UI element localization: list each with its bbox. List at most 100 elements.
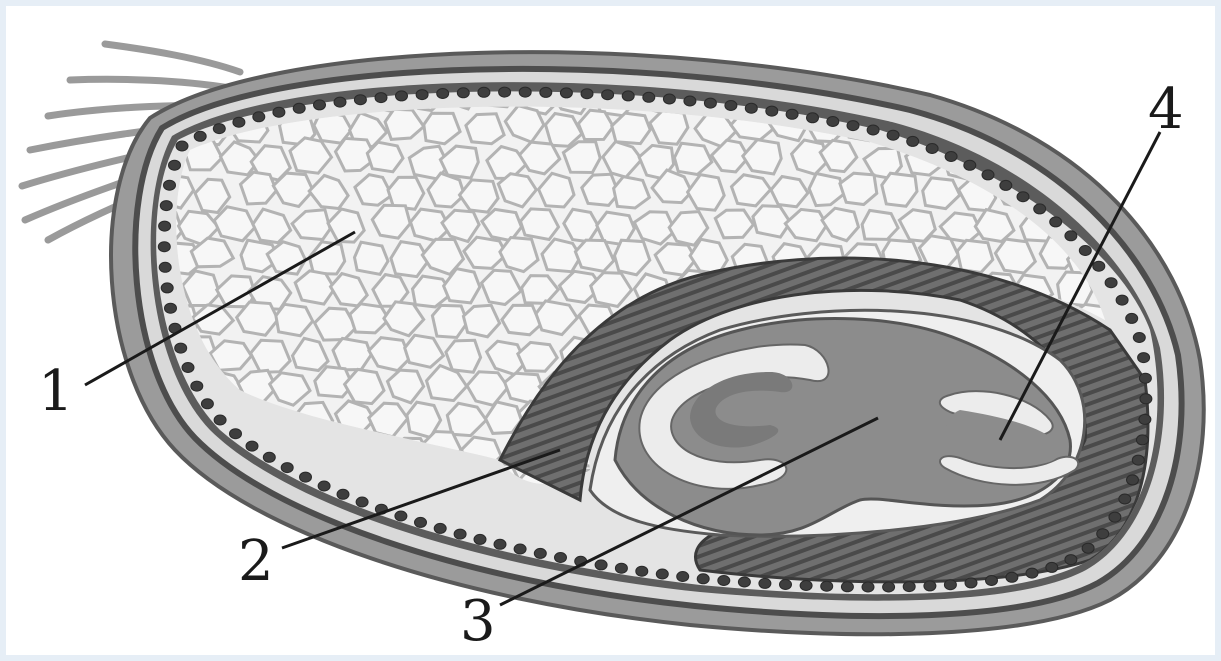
aleurone-bead — [656, 569, 668, 579]
aleurone-bead — [1126, 313, 1138, 323]
aleurone-bead — [1139, 414, 1151, 424]
aleurone-bead — [434, 523, 446, 533]
callout-2: 2 — [238, 529, 274, 594]
aleurone-bead — [1065, 231, 1077, 241]
endosperm-cell — [1143, 173, 1179, 207]
endosperm-cell — [1109, 112, 1145, 143]
aleurone-bead — [191, 381, 203, 391]
aleurone-bead — [396, 91, 408, 101]
aleurone-bead — [159, 221, 171, 231]
aleurone-bead — [982, 170, 994, 180]
aleurone-bead — [1093, 261, 1105, 271]
aleurone-bead — [182, 363, 194, 373]
aleurone-bead — [581, 89, 593, 99]
aleurone-bead — [1136, 435, 1148, 445]
aleurone-bead — [745, 103, 757, 113]
aleurone-bead — [474, 534, 486, 544]
aleurone-bead — [1082, 543, 1094, 553]
aleurone-bead — [534, 548, 546, 558]
aleurone-bead — [519, 87, 531, 97]
aleurone-bead — [622, 91, 634, 101]
aleurone-bead — [663, 94, 675, 104]
aleurone-bead — [375, 93, 387, 103]
endosperm-cell — [159, 499, 198, 530]
endosperm-cell — [980, 81, 1016, 111]
aleurone-bead — [165, 303, 177, 313]
aleurone-bead — [281, 463, 293, 473]
callout-1: 1 — [38, 359, 74, 424]
aleurone-bead — [1119, 494, 1131, 504]
aleurone-bead — [1000, 180, 1012, 190]
aleurone-bead — [1127, 475, 1139, 485]
aleurone-bead — [273, 107, 285, 117]
aleurone-bead — [759, 578, 771, 588]
aleurone-bead — [1105, 278, 1117, 288]
aleurone-bead — [643, 92, 655, 102]
aleurone-bead — [354, 95, 366, 105]
aleurone-bead — [903, 582, 915, 592]
aleurone-bead — [478, 87, 490, 97]
aleurone-bead — [1006, 572, 1018, 582]
aleurone-bead — [1138, 353, 1150, 363]
aleurone-bead — [176, 141, 188, 151]
endosperm-cell — [1036, 113, 1074, 145]
aleurone-bead — [314, 100, 326, 110]
aleurone-bead — [1079, 246, 1091, 256]
aleurone-bead — [318, 481, 330, 491]
aleurone-bead — [454, 529, 466, 539]
aleurone-bead — [924, 581, 936, 591]
aleurone-bead — [986, 576, 998, 586]
aleurone-bead — [395, 511, 407, 521]
aleurone-bead — [201, 399, 213, 409]
aleurone-bead — [233, 117, 245, 127]
callout-4: 4 — [1148, 77, 1184, 142]
endosperm-cell — [1072, 112, 1111, 141]
aleurone-bead — [161, 283, 173, 293]
aleurone-bead — [766, 106, 778, 116]
aleurone-bead — [862, 582, 874, 592]
endosperm-cell — [201, 496, 240, 530]
aleurone-bead — [786, 109, 798, 119]
aleurone-bead — [1065, 555, 1077, 565]
aleurone-bead — [457, 88, 469, 98]
endosperm-cell — [144, 468, 181, 501]
endosperm-cell — [575, 240, 613, 271]
endosperm-cell — [521, 209, 559, 240]
endosperm-cell — [840, 173, 877, 204]
aleurone-bead — [194, 131, 206, 141]
aleurone-bead — [1046, 562, 1058, 572]
endosperm-cell — [1092, 143, 1128, 172]
aleurone-bead — [337, 489, 349, 499]
aleurone-bead — [494, 539, 506, 549]
aleurone-bead — [499, 87, 511, 97]
aleurone-bead — [540, 87, 552, 97]
aleurone-bead — [725, 101, 737, 111]
aleurone-bead — [1139, 373, 1151, 383]
aleurone-bead — [827, 117, 839, 127]
aleurone-bead — [230, 429, 242, 439]
endosperm-cell — [1090, 84, 1126, 116]
endosperm-cell — [251, 340, 291, 372]
aleurone-bead — [334, 97, 346, 107]
aleurone-bead — [253, 112, 265, 122]
endosperm-cell — [355, 242, 389, 274]
aleurone-bead — [847, 121, 859, 131]
aleurone-bead — [164, 180, 176, 190]
aleurone-bead — [213, 124, 225, 134]
aleurone-bead — [1050, 217, 1062, 227]
aleurone-bead — [965, 578, 977, 588]
aleurone-bead — [684, 96, 696, 106]
endosperm-cell — [367, 142, 403, 172]
aleurone-bead — [246, 441, 258, 451]
aleurone-bead — [1034, 204, 1046, 214]
aleurone-bead — [602, 90, 614, 100]
aleurone-bead — [1140, 394, 1152, 404]
endosperm-cell — [446, 340, 481, 372]
aleurone-bead — [964, 160, 976, 170]
aleurone-bead — [697, 574, 709, 584]
aleurone-bead — [1133, 333, 1145, 343]
aleurone-bead — [867, 125, 879, 135]
aleurone-bead — [160, 201, 172, 211]
aleurone-bead — [158, 242, 170, 252]
